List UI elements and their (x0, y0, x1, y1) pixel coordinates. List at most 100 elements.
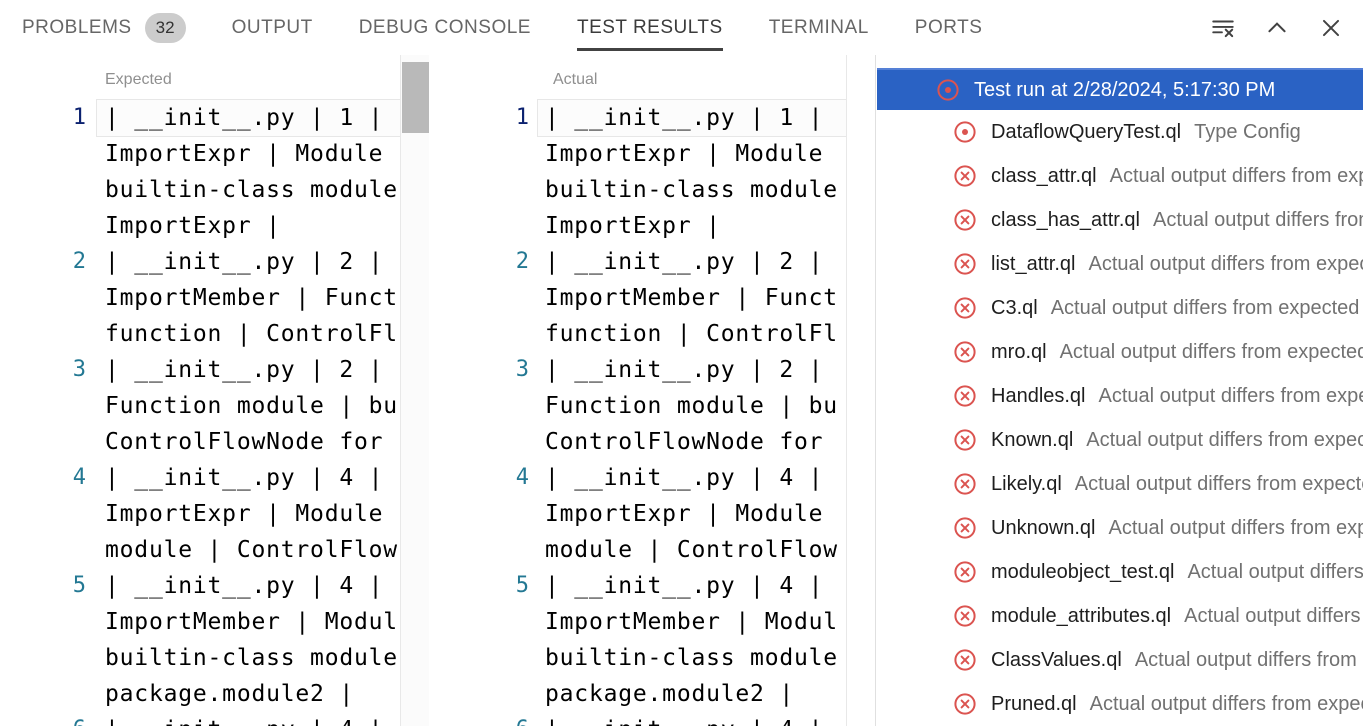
tab-ports[interactable]: PORTS (915, 0, 983, 55)
test-item-row-Unknown[interactable]: Unknown.ql Actual output differs from exp… (876, 506, 1363, 550)
line-number (429, 280, 531, 316)
test-message: Actual output differs from expected (1074, 472, 1363, 495)
test-name: DataflowQueryTest.ql (991, 120, 1182, 143)
test-message: Actual output differs from expected (1059, 340, 1363, 363)
code-line: | __init__.py | 4 | (545, 573, 824, 599)
code-line: | __init__.py | 4 | (545, 465, 824, 491)
test-item-row-Likely[interactable]: Likely.ql Actual output differs from expe… (876, 462, 1363, 506)
code-line: ImportExpr | (105, 213, 281, 239)
code-line: ControlFlowNode for (545, 429, 824, 455)
code-line: | __init__.py | 4 | (105, 712, 399, 726)
tab-debug-console[interactable]: DEBUG CONSOLE (359, 0, 531, 55)
line-number: 4 (72, 465, 86, 490)
code-line: Function module | bu (105, 393, 398, 419)
expected-pane-label: Expected (105, 71, 172, 88)
code-line: | __init__.py | 4 | (105, 573, 384, 599)
line-number: 1 (515, 105, 529, 130)
test-message: Actual output differs from expected (1109, 164, 1363, 187)
error-x-icon (954, 693, 976, 715)
tab-label: TEST RESULTS (576, 16, 723, 38)
test-message: Actual output differs from expected (1088, 252, 1363, 275)
code-line: | __init__.py | 2 | (105, 249, 384, 275)
line-number (0, 640, 88, 676)
test-name: Handles.ql (991, 384, 1086, 407)
tab-label: DEBUG CONSOLE (358, 16, 531, 38)
code-line: ImportMember | Modul (105, 609, 398, 635)
clear-output-icon[interactable] (1209, 14, 1237, 42)
test-run-row[interactable]: Test run at 2/28/2024, 5:17:30 PM (877, 68, 1363, 110)
code-line: ImportMember | Funct (545, 285, 838, 311)
test-results-tree: Test run at 2/28/2024, 5:17:30 PM Datafl… (875, 55, 1363, 726)
line-number (429, 424, 531, 460)
test-name: Pruned.ql (991, 692, 1077, 715)
tab-label: PROBLEMS (22, 16, 132, 38)
actual-diff-editor[interactable]: Actual 123456 | __init__.py | 1 |ImportE… (429, 55, 875, 726)
line-number (0, 172, 88, 208)
panel-actions (1209, 0, 1345, 55)
line-number (0, 280, 88, 316)
code-line: builtin-class module (545, 645, 838, 671)
line-number (429, 604, 531, 640)
error-x-icon (954, 385, 976, 407)
code-line: ImportExpr | Module (545, 141, 824, 167)
line-number (429, 496, 531, 532)
line-number (429, 532, 531, 568)
code-line: ImportExpr | (545, 213, 721, 239)
code-line: builtin-class module (105, 177, 398, 203)
test-message: Type Config (1194, 120, 1301, 143)
error-dot-icon (954, 121, 976, 143)
error-x-icon (954, 253, 976, 275)
error-x-icon (954, 605, 976, 627)
test-message: Actual output differs from expected (1108, 516, 1363, 539)
code-line: Function module | bu (545, 393, 838, 419)
test-run-label: Test run at 2/28/2024, 5:17:30 PM (974, 78, 1276, 101)
code-line: builtin-class module (105, 645, 398, 671)
tab-terminal[interactable]: TERMINAL (769, 0, 869, 55)
line-number (429, 640, 531, 676)
panel-tab-bar: PROBLEMS 32 OUTPUT DEBUG CONSOLE TEST RESULT… (0, 0, 1363, 55)
tab-problems[interactable]: PROBLEMS 32 (22, 0, 186, 55)
error-x-icon (954, 473, 976, 495)
problems-count-badge: 32 (144, 12, 186, 43)
line-number (0, 316, 88, 352)
maximize-panel-icon[interactable] (1263, 14, 1291, 42)
tab-output[interactable]: OUTPUT (232, 0, 313, 55)
test-name: C3.ql (991, 296, 1038, 319)
expected-diff-editor[interactable]: Expected 123456 | __init__.py | 1 |Impor… (0, 55, 429, 726)
line-number: 1 (72, 105, 86, 130)
test-message: Actual output differs from expected (1152, 208, 1363, 231)
scrollbar-thumb[interactable] (402, 62, 429, 133)
error-x-icon (954, 649, 976, 671)
code-line: module | ControlFlow (105, 537, 398, 563)
test-result-rows: DataflowQueryTest.ql Type Config class_att… (876, 110, 1363, 726)
error-x-icon (954, 341, 976, 363)
test-item-row-DataflowQueryTest[interactable]: DataflowQueryTest.ql Type Config (876, 110, 1363, 154)
line-number (0, 388, 88, 424)
test-name: Unknown.ql (991, 516, 1096, 539)
code-line: | __init__.py | 1 | (545, 105, 824, 131)
line-number: 3 (72, 357, 86, 382)
close-panel-icon[interactable] (1317, 14, 1345, 42)
test-name: ClassValues.ql (991, 648, 1122, 671)
code-line: | __init__.py | 2 | (105, 357, 384, 383)
line-number (429, 136, 531, 172)
tab-test-results[interactable]: TEST RESULTS (576, 0, 723, 55)
line-number: 4 (515, 465, 529, 490)
code-line: builtin-class module (545, 177, 838, 203)
code-line: package.module2 | (105, 681, 355, 707)
test-name: Likely.ql (991, 472, 1062, 495)
code-line: | __init__.py | 1 | (105, 105, 384, 131)
actual-scrollbar (846, 55, 875, 726)
